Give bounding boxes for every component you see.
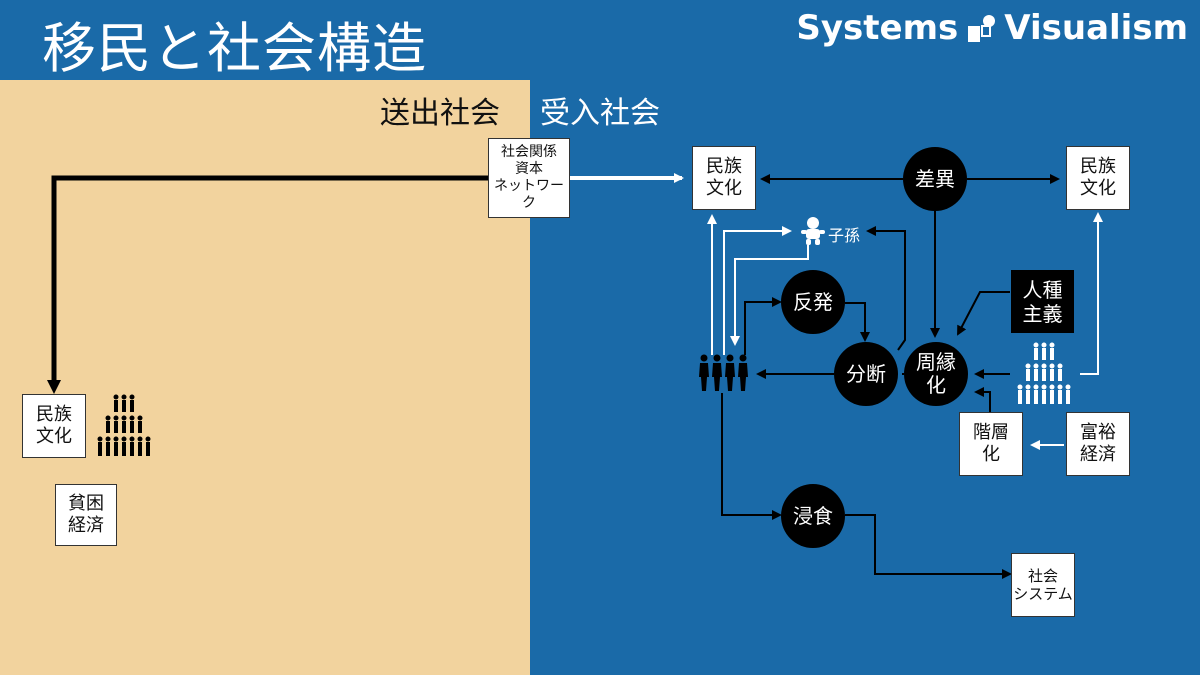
migrant-group-icon [697, 354, 753, 396]
brand-word-systems: Systems [796, 8, 959, 48]
migration-flow-arrow [47, 175, 488, 394]
ethnic-culture-right-box: 民族 文化 [1066, 146, 1130, 210]
social-system-box: 社会 システム [1011, 553, 1075, 617]
marginalization-node: 周縁 化 [904, 342, 968, 406]
brand-word-visualism: Visualism [1004, 8, 1188, 48]
poverty-economy-box: 貧困 経済 [55, 484, 117, 546]
sending-population-pyramid-icon [94, 394, 154, 464]
division-node: 分断 [834, 342, 898, 406]
receiving-population-pyramid-icon [1014, 342, 1074, 412]
brand-icon [966, 13, 996, 43]
erosion-node: 浸食 [781, 484, 845, 548]
sending-society-label: 送出社会 [380, 96, 500, 131]
social-capital-network-box: 社会関係 資本 ネットワーク [488, 138, 570, 218]
affluent-economy-box: 富裕 経済 [1066, 412, 1130, 476]
difference-node: 差異 [903, 147, 967, 211]
ethnic-culture-left-box: 民族 文化 [22, 394, 86, 458]
baby-icon [800, 216, 826, 250]
descendants-label: 子孫 [828, 226, 861, 245]
receiving-society-label: 受入社会 [540, 96, 660, 131]
page-title: 移民と社会構造 [42, 17, 427, 80]
brand-logo: Systems Visualism [796, 8, 1188, 48]
stratification-box: 階層 化 [959, 412, 1023, 476]
backlash-node: 反発 [781, 270, 845, 334]
ethnic-culture-middle-box: 民族 文化 [692, 146, 756, 210]
racism-box: 人種 主義 [1011, 270, 1074, 333]
header-bar [0, 0, 1200, 80]
